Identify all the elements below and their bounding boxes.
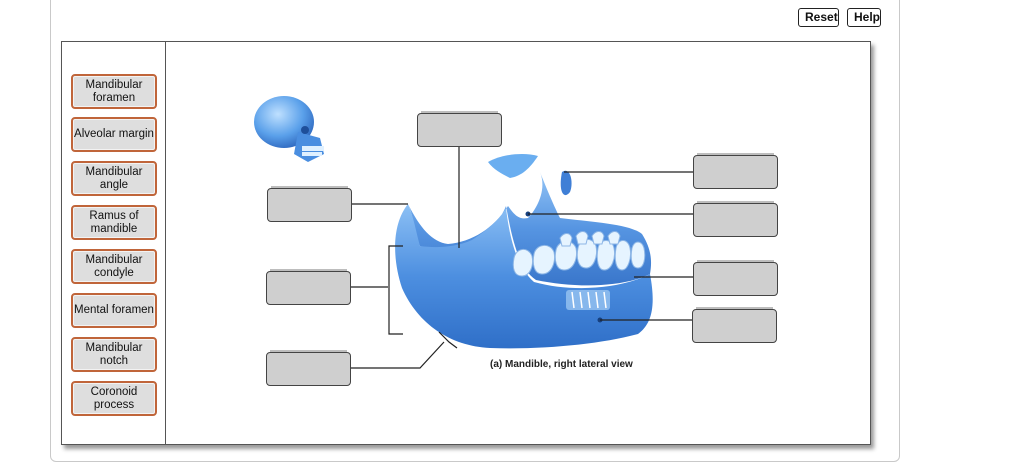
drop-target-8[interactable] xyxy=(692,307,777,343)
mandible-bone xyxy=(395,154,653,349)
term-alveolar-margin[interactable]: Alveolar margin xyxy=(71,117,157,152)
term-mental-foramen[interactable]: Mental foramen xyxy=(71,293,157,328)
drop-target-4[interactable] xyxy=(266,350,351,386)
term-label: Mandibular notch xyxy=(85,341,143,367)
labeling-panel: Mandibular foramen Alveolar margin Mandi… xyxy=(61,41,871,445)
help-button[interactable]: Help xyxy=(847,8,881,27)
term-label: Coronoid process xyxy=(90,385,138,411)
reset-button[interactable]: Reset xyxy=(798,8,839,27)
term-ramus-of-mandible[interactable]: Ramus of mandible xyxy=(71,205,157,240)
term-label: Mandibular angle xyxy=(85,165,143,191)
drop-target-6[interactable] xyxy=(693,201,778,237)
skull-thumbnail xyxy=(254,96,324,162)
term-label: Mental foramen xyxy=(74,304,154,316)
drop-target-7[interactable] xyxy=(693,260,778,296)
drop-target-2[interactable] xyxy=(267,186,352,222)
term-mandibular-foramen[interactable]: Mandibular foramen xyxy=(71,74,157,109)
term-mandibular-condyle[interactable]: Mandibular condyle xyxy=(71,249,157,284)
drop-target-5[interactable] xyxy=(693,153,778,189)
term-coronoid-process[interactable]: Coronoid process xyxy=(71,381,157,416)
mandible-illustration xyxy=(254,96,693,369)
term-mandibular-angle[interactable]: Mandibular angle xyxy=(71,161,157,196)
panel-divider xyxy=(165,42,166,444)
drop-target-1[interactable] xyxy=(417,111,502,147)
term-label: Ramus of mandible xyxy=(89,209,139,235)
leader-lines xyxy=(351,147,693,369)
drop-target-3[interactable] xyxy=(266,269,351,305)
term-label: Mandibular foramen xyxy=(85,78,143,104)
term-label: Mandibular condyle xyxy=(85,253,143,279)
term-mandibular-notch[interactable]: Mandibular notch xyxy=(71,337,157,372)
figure-caption: (a) Mandible, right lateral view xyxy=(490,359,633,370)
term-label: Alveolar margin xyxy=(74,128,154,140)
